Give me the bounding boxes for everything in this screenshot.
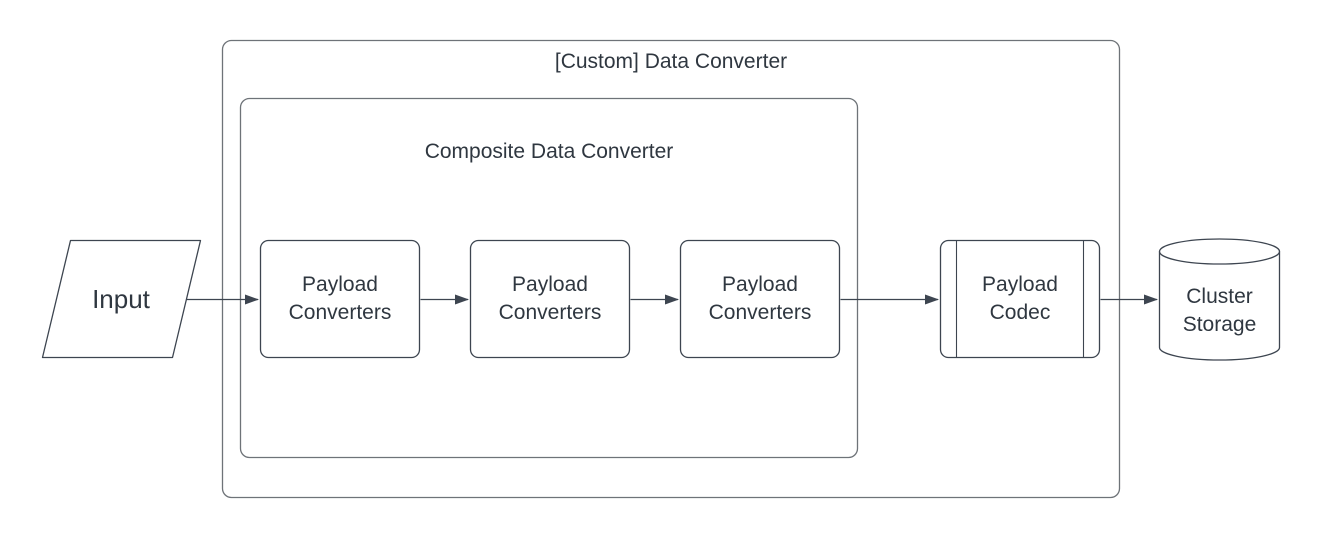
composite-data-converter-container [239, 97, 859, 459]
payload-converters-box-2 [469, 239, 631, 359]
cylinder-body [1158, 238, 1281, 361]
payload-converters-box-1 [259, 239, 421, 359]
payload-converters-box-3 [679, 239, 841, 359]
custom-data-converter-container [221, 39, 1121, 499]
input-parallelogram [41, 239, 202, 359]
cylinder-top-arc [1158, 251, 1281, 265]
cluster-storage-cylinder [1158, 238, 1281, 361]
payload-codec-rect [939, 239, 1101, 359]
payload-codec-box [939, 239, 1101, 359]
